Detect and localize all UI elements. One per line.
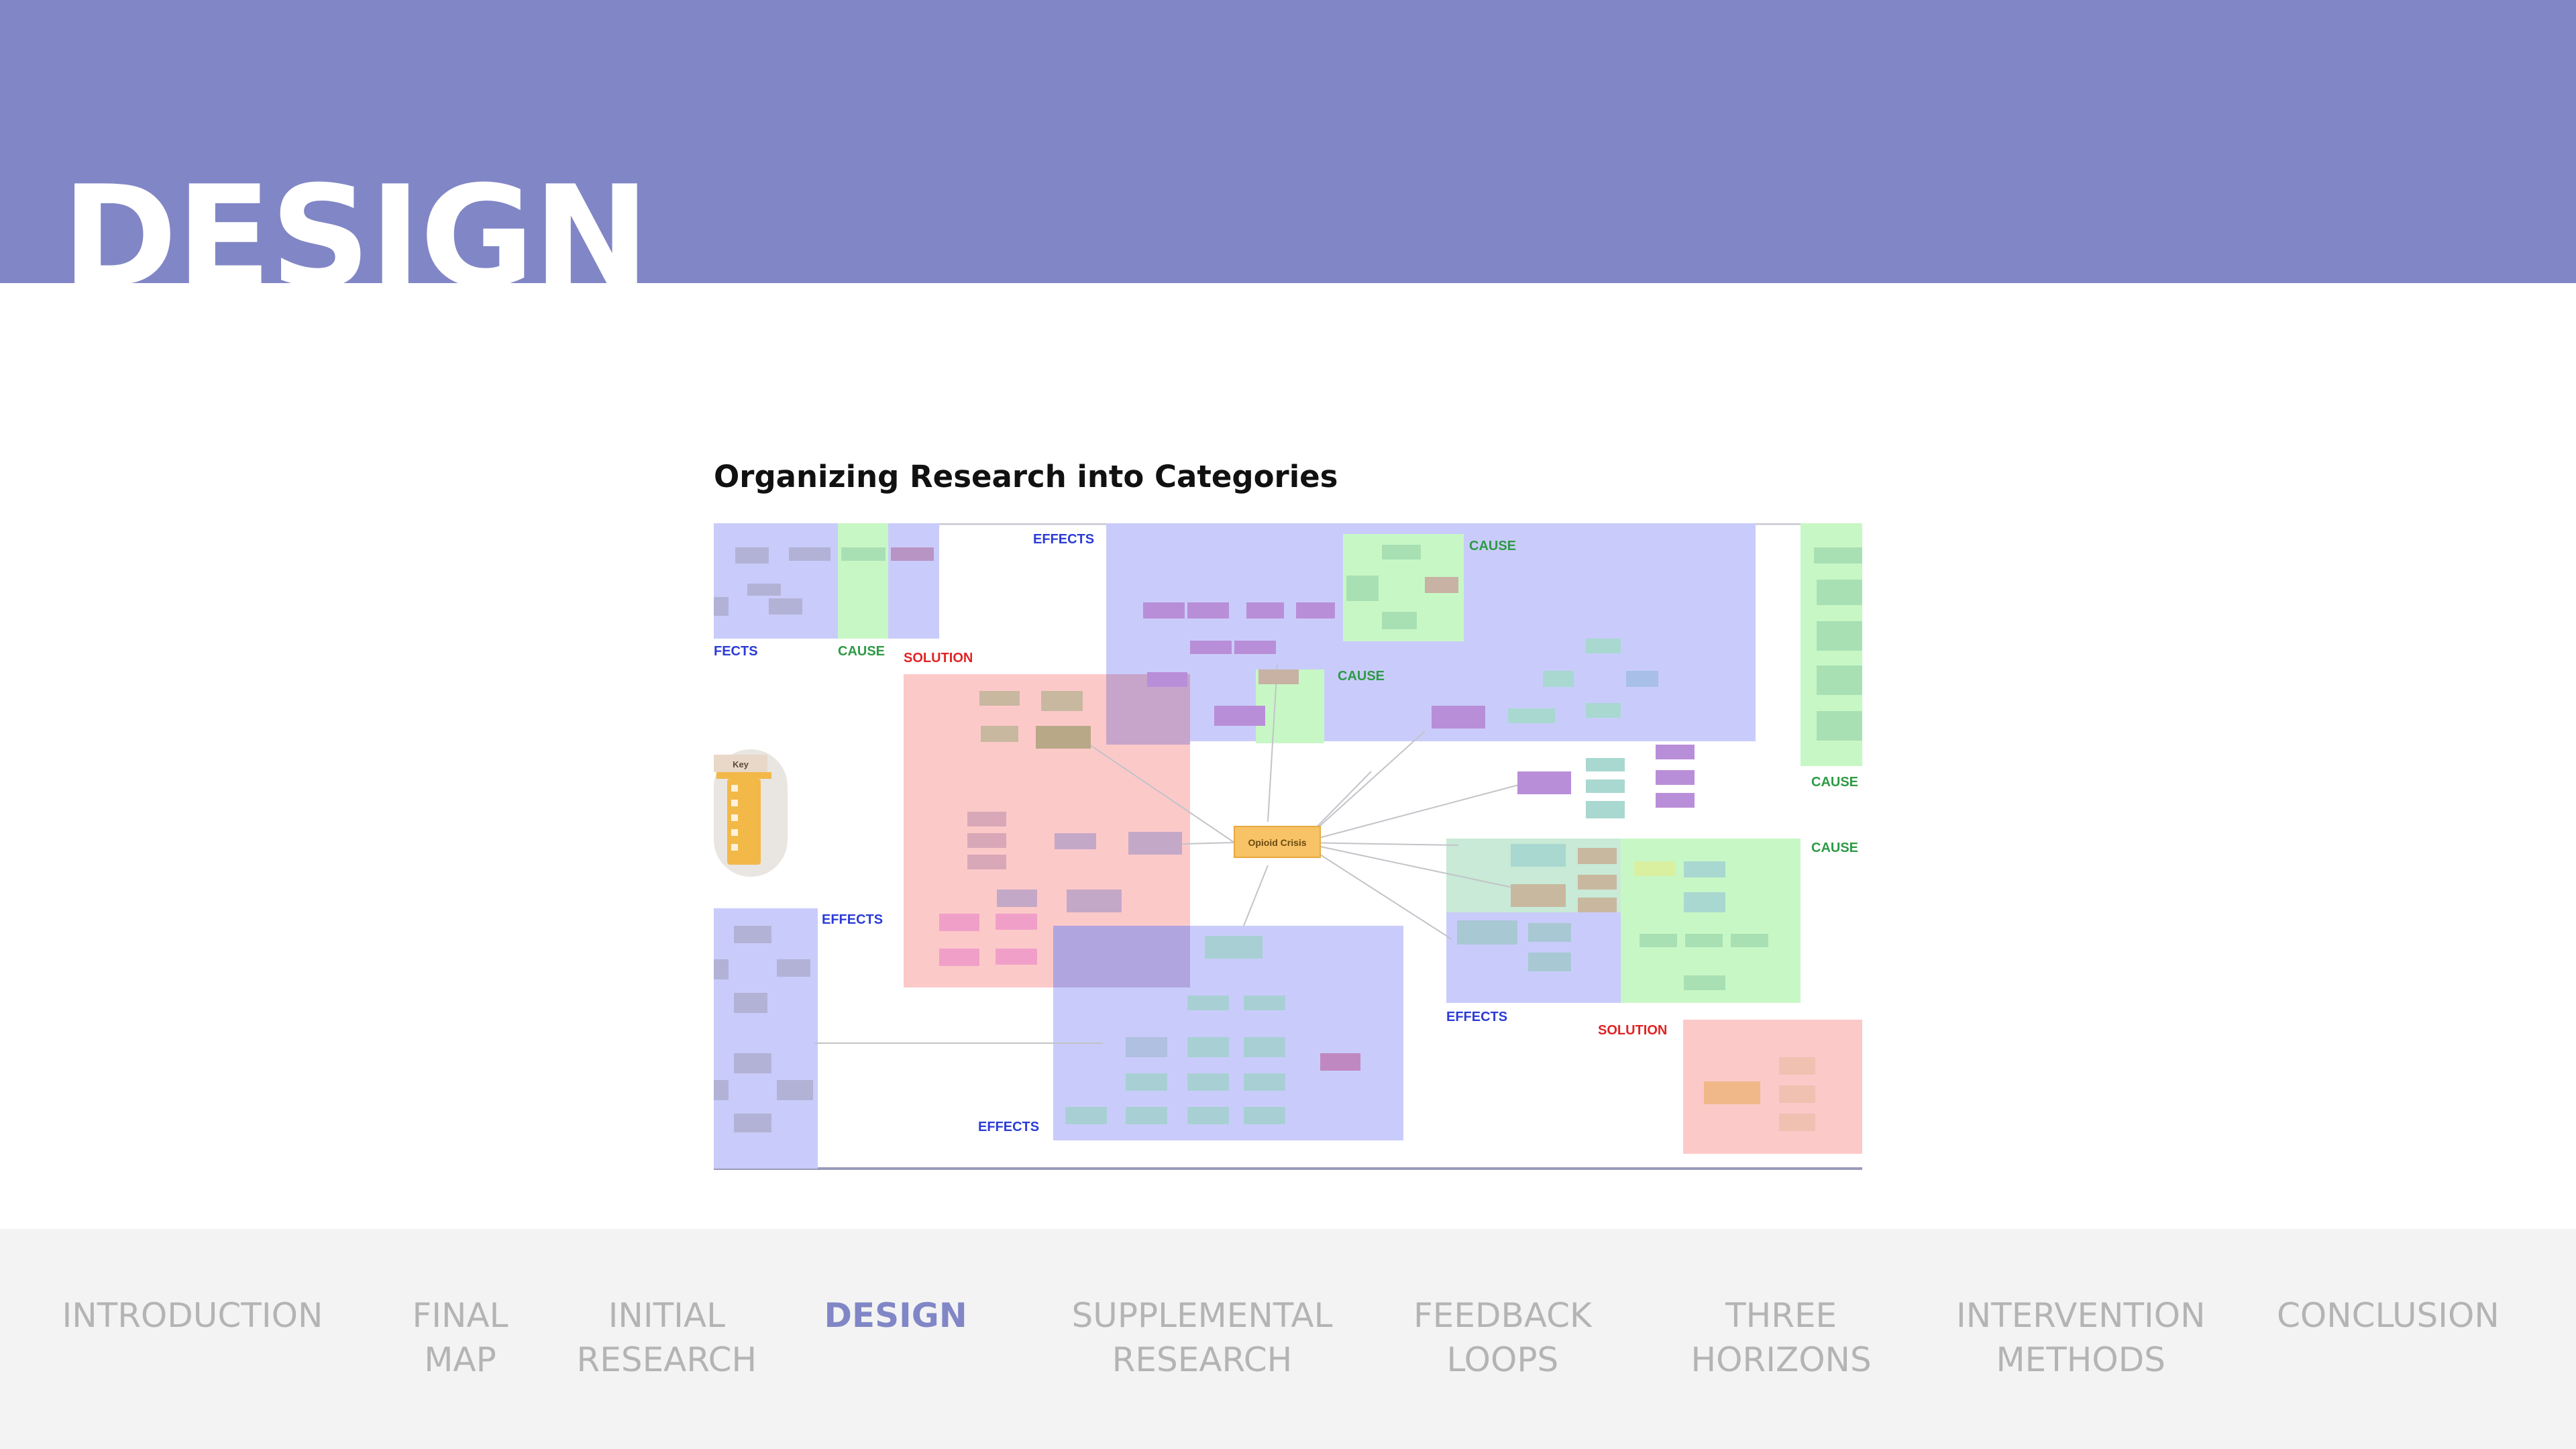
effects-region bbox=[888, 523, 939, 639]
nav-item-label: FEEDBACK bbox=[1413, 1296, 1592, 1335]
cause-label: CAUSE bbox=[838, 644, 885, 659]
cause-label: CAUSE bbox=[1338, 669, 1385, 684]
solution-label: SOLUTION bbox=[1598, 1023, 1667, 1038]
nav-item-supplemental-research[interactable]: SUPPLEMENTAL RESEARCH bbox=[1072, 1293, 1333, 1382]
research-map-svg: Key Opioid Crisis FECTS CAUSE SOLUTION E… bbox=[714, 523, 1862, 1170]
nav-item-initial-research[interactable]: INITIAL RESEARCH bbox=[577, 1293, 757, 1382]
effects-label: EFFECTS bbox=[1033, 532, 1094, 547]
nav-item-label: DESIGN bbox=[824, 1296, 967, 1335]
nav-item-three-horizons[interactable]: THREE HORIZONS bbox=[1691, 1293, 1872, 1382]
nav-item-introduction[interactable]: INTRODUCTION bbox=[62, 1293, 323, 1338]
nav-item-label: INTRODUCTION bbox=[62, 1296, 323, 1335]
footer-nav: INTRODUCTION FINAL MAP INITIAL RESEARCH DESIG… bbox=[0, 1229, 2576, 1449]
nav-item-label: RESEARCH bbox=[576, 1340, 757, 1379]
nav-item-conclusion[interactable]: CONCLUSION bbox=[2277, 1293, 2500, 1338]
center-node-label: Opioid Crisis bbox=[1248, 837, 1306, 848]
nav-item-label: MAP bbox=[424, 1340, 496, 1379]
key-legend: Key bbox=[714, 755, 771, 865]
cause-label: CAUSE bbox=[1469, 539, 1516, 553]
nav-item-label: INTERVENTION bbox=[1956, 1296, 2206, 1335]
cause-label: CAUSE bbox=[1811, 841, 1858, 855]
page-title: DESIGN bbox=[62, 156, 650, 283]
nav-item-label: THREE bbox=[1725, 1296, 1837, 1335]
nav-item-label: CONCLUSION bbox=[2277, 1296, 2500, 1335]
key-title: Key bbox=[733, 759, 749, 769]
effects-label: EFFECTS bbox=[978, 1120, 1039, 1134]
nav-item-label: INITIAL bbox=[608, 1296, 725, 1335]
section-heading: Organizing Research into Categories bbox=[714, 459, 1338, 494]
nav-item-label: HORIZONS bbox=[1690, 1340, 1872, 1379]
nav-item-design[interactable]: DESIGN bbox=[824, 1293, 967, 1338]
effects-label: EFFECTS bbox=[1446, 1010, 1507, 1024]
effects-region bbox=[714, 523, 838, 639]
center-node-opioid-crisis bbox=[1234, 826, 1321, 858]
nav-item-label: LOOPS bbox=[1446, 1340, 1559, 1379]
overlap-region bbox=[1053, 926, 1190, 987]
research-map-image: Key Opioid Crisis FECTS CAUSE SOLUTION E… bbox=[714, 523, 1862, 1171]
nav-item-final-map[interactable]: FINAL MAP bbox=[413, 1293, 508, 1382]
cause-region bbox=[838, 523, 888, 639]
category-labels: FECTS CAUSE SOLUTION EFFECTS CAUSE CAUSE… bbox=[714, 532, 1858, 1134]
effects-label: EFFECTS bbox=[822, 912, 883, 927]
nav-item-label: METHODS bbox=[1996, 1340, 2165, 1379]
effects-label: FECTS bbox=[714, 644, 758, 659]
header-banner: DESIGN bbox=[0, 0, 2576, 283]
nav-item-label: FINAL bbox=[412, 1296, 508, 1335]
nav-item-intervention-methods[interactable]: INTERVENTION METHODS bbox=[1956, 1293, 2206, 1382]
note-boxes bbox=[714, 545, 1862, 1132]
solution-label: SOLUTION bbox=[904, 651, 973, 665]
nav-item-label: RESEARCH bbox=[1112, 1340, 1293, 1379]
cause-label: CAUSE bbox=[1811, 775, 1858, 790]
nav-item-feedback-loops[interactable]: FEEDBACK LOOPS bbox=[1413, 1293, 1592, 1382]
nav-item-label: SUPPLEMENTAL bbox=[1071, 1296, 1333, 1335]
